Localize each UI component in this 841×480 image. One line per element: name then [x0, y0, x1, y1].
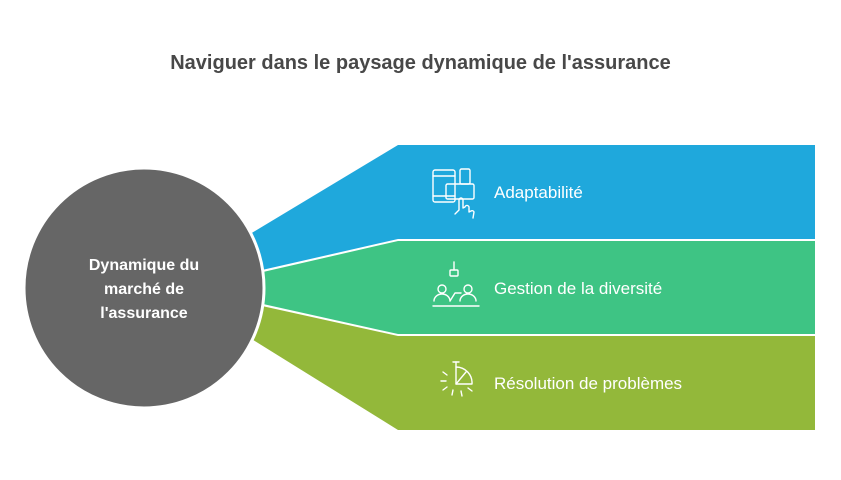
- branch-resolution-problemes: [250, 306, 815, 430]
- team-meeting-icon: [432, 261, 480, 307]
- center-line-2: marché de: [104, 281, 184, 298]
- branch-gestion-diversite: [263, 241, 815, 334]
- center-circle: [22, 166, 266, 410]
- devices-touch-icon: [432, 168, 475, 219]
- center-line-3: l'assurance: [100, 305, 188, 322]
- solution-spark-icon: [440, 361, 473, 397]
- branch-adaptabilite: [250, 145, 815, 270]
- page-title: Naviguer dans le paysage dynamique de l'…: [170, 52, 671, 74]
- center-line-1: Dynamique du: [89, 257, 199, 274]
- branch-label-resolution-problemes: Résolution de problèmes: [494, 374, 682, 393]
- branch-label-adaptabilite: Adaptabilité: [494, 183, 583, 202]
- branch-label-gestion-diversite: Gestion de la diversité: [494, 279, 662, 298]
